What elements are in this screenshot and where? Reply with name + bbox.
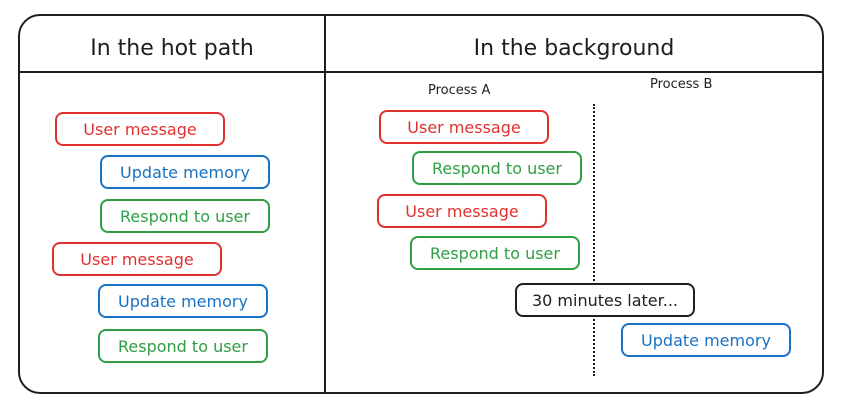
hot-path-user-message-1: User message [55,112,225,146]
hot-path-title: In the hot path [90,36,254,61]
header-divider [18,71,824,73]
process-a-respond-1: Respond to user [412,151,582,185]
process-b-label: Process B [650,77,713,92]
hot-path-user-message-2: User message [52,242,222,276]
process-a-label: Process A [428,83,491,98]
hot-path-respond-2: Respond to user [98,329,268,363]
hot-path-update-memory-2: Update memory [98,284,268,318]
diagram-frame [18,14,824,394]
process-a-respond-2: Respond to user [410,236,580,270]
process-a-user-message-2: User message [377,194,547,228]
hot-path-respond-1: Respond to user [100,199,270,233]
process-b-update-memory: Update memory [621,323,791,357]
background-title: In the background [473,36,675,61]
column-divider [324,14,326,394]
delay-note: 30 minutes later... [515,283,695,317]
process-timeline-divider [593,104,595,376]
process-a-user-message-1: User message [379,110,549,144]
hot-path-update-memory-1: Update memory [100,155,270,189]
